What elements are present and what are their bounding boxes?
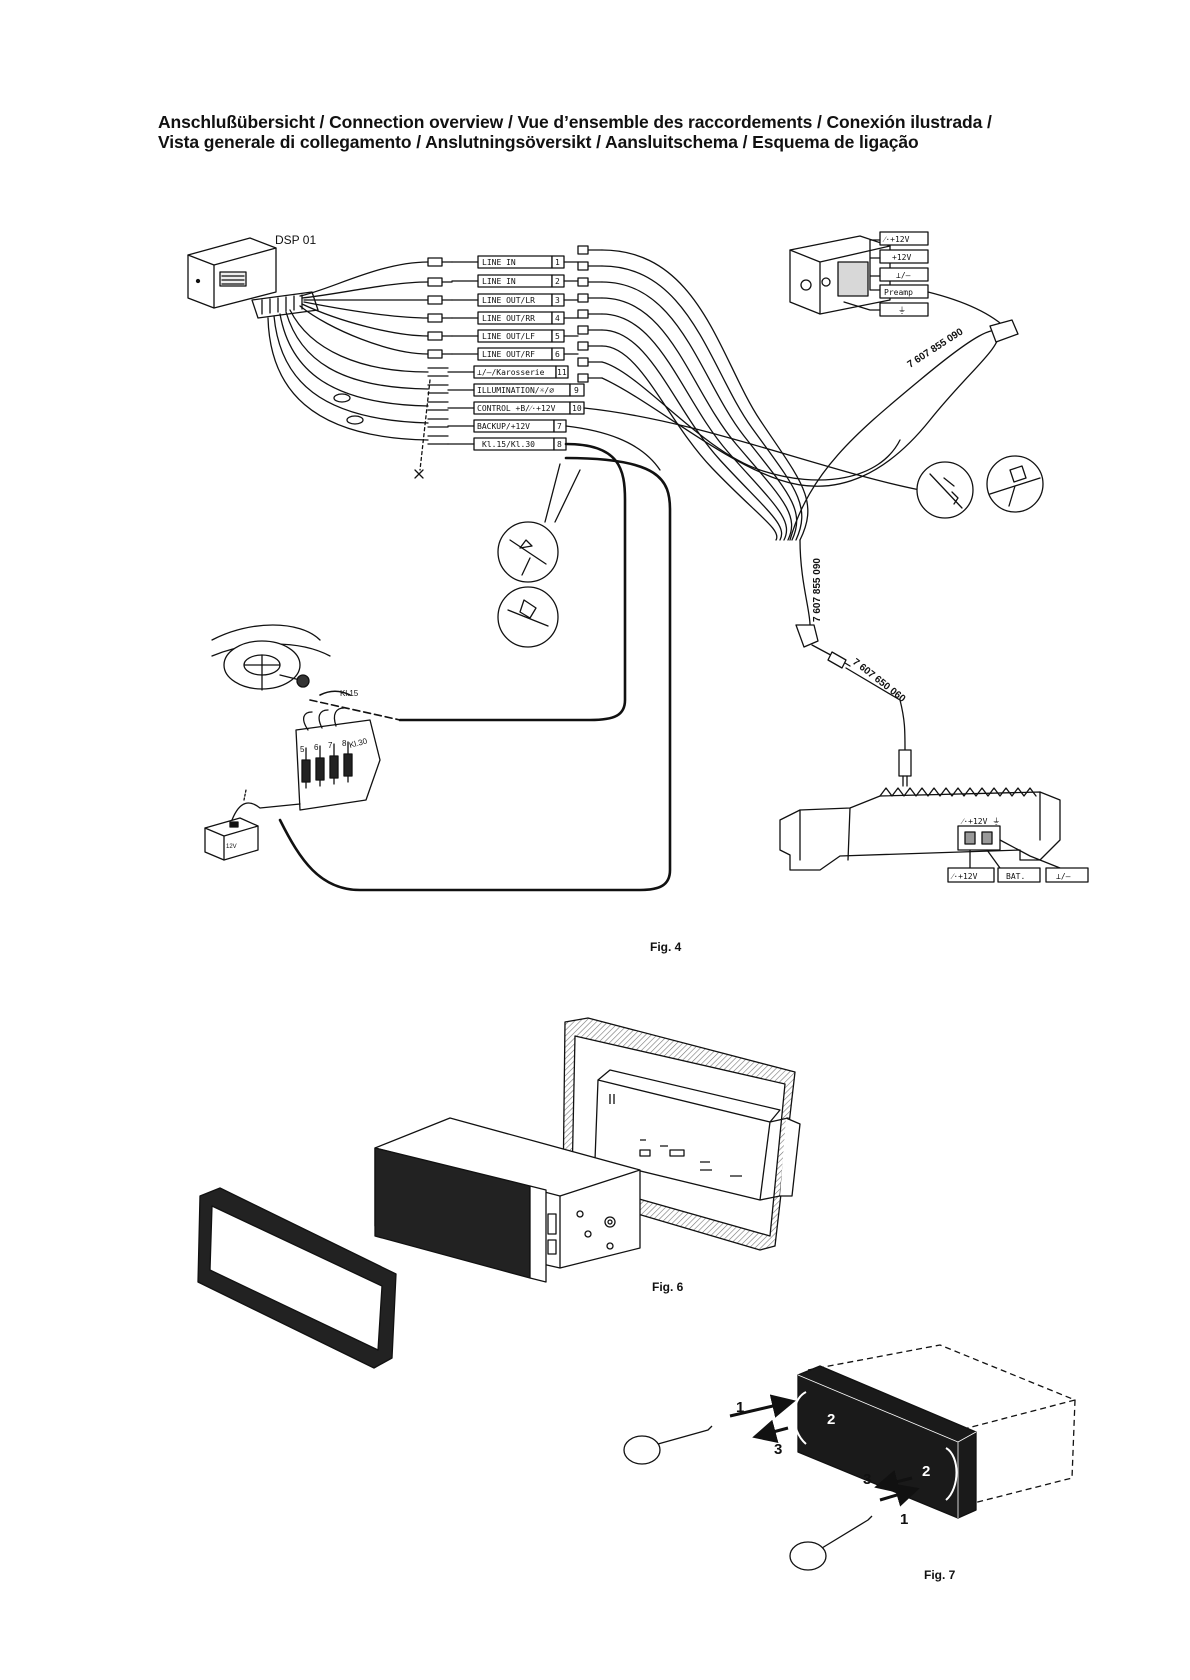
cable-part-number-3: 7 607 650 060 [850, 657, 908, 705]
fig7-label: Fig. 7 [924, 1568, 956, 1582]
connector-pin: 4 [555, 314, 560, 323]
cable-part-number-1: 7 607 855 090 [906, 326, 966, 370]
radio-terminal-label: Preamp [884, 288, 913, 297]
cable-part-number-2: 7 607 855 090 [812, 558, 823, 622]
crimp-bubbles-right [916, 455, 1044, 519]
title-line-2: Vista generale di collegamento / Anslutn… [158, 132, 919, 152]
fuse-number-labels: 5 6 7 8 [300, 739, 347, 754]
fuse-box [295, 707, 381, 811]
crimp-bubbles-middle [497, 463, 581, 648]
connector-pin: 11 [557, 368, 567, 377]
amp-terminal-text: ⁄·+12V BAT. ⊥/– [950, 872, 1071, 881]
connector-pin: 7 [557, 422, 562, 431]
connector-pin: 6 [555, 350, 560, 359]
connector-pin: 8 [557, 440, 562, 449]
battery-voltage-label: 12V [226, 844, 237, 850]
radio-terminal-text: ⁄·+12V +12V ⊥/– Preamp ⏚ [882, 235, 913, 315]
connector-label: LINE IN [482, 258, 516, 267]
fig6-label: Fig. 6 [652, 1280, 684, 1294]
harness-plug [251, 291, 319, 319]
radio-unit [789, 235, 891, 315]
connector-label: LINE OUT/RF [482, 350, 535, 359]
fuse-number: 5 [300, 745, 305, 754]
amplifier [779, 787, 1061, 871]
battery [204, 789, 301, 861]
kl15-label: Kl.15 [340, 689, 359, 698]
fig4-label: Fig. 4 [650, 940, 682, 954]
connector-pin: 3 [555, 296, 560, 305]
dsp01-label: DSP 01 [275, 233, 316, 247]
connector-label: LINE OUT/RR [482, 314, 535, 323]
dsp01-unit [187, 237, 277, 309]
connector-pin: 9 [574, 386, 579, 395]
title-line-1: Anschlußübersicht / Connection overview … [158, 112, 992, 132]
connector-pin: 2 [555, 277, 560, 286]
connector-pin: 5 [555, 332, 560, 341]
connector-label: ⊥/–/Karosserie [477, 368, 545, 377]
connector-label: BACKUP/+12V [477, 422, 530, 431]
connector-label: LINE OUT/LR [482, 296, 535, 305]
connector-labels [447, 255, 585, 451]
radio-terminal-label: ⏚ [898, 306, 906, 315]
amp-terminal-boxes [947, 867, 1089, 883]
connector-label: CONTROL +B/⁄·+12V [477, 404, 556, 413]
connector-label: ILLUMINATION/☼/⌀ [477, 386, 554, 395]
connector-label: Kl.15/Kl.30 [482, 440, 535, 449]
amp-top-label: ⁄·+12V ⏚ [960, 817, 1000, 826]
fuse-number: 8 [342, 739, 347, 748]
connector-pin: 1 [555, 258, 560, 267]
connector-pin: 10 [572, 404, 582, 413]
connector-text: LINE IN 1 LINE IN 2 LINE OUT/LR 3 LINE O… [477, 258, 582, 449]
fuse-number: 7 [328, 741, 333, 750]
rca-cable-bundle [601, 249, 1001, 541]
connector-label: LINE IN [482, 277, 516, 286]
radio-terminal-label: ⁄·+12V [882, 235, 910, 244]
rca-plugs-right [577, 245, 603, 383]
radio-terminal-label: +12V [892, 253, 911, 262]
amp-terminal-label: ⁄·+12V [950, 872, 978, 881]
radio-terminal-label: ⊥/– [896, 271, 911, 280]
amp-adapter-cable [795, 539, 912, 787]
fuse-number: 6 [314, 743, 319, 752]
amp-terminal-label: BAT. [1006, 872, 1025, 881]
rca-plugs-left [427, 257, 453, 445]
page-title: Anschlußübersicht / Connection overview … [158, 112, 1118, 152]
steering-ignition [211, 624, 331, 691]
connector-label: LINE OUT/LF [482, 332, 535, 341]
amp-terminal-label: ⊥/– [1056, 872, 1071, 881]
radio-terminal-boxes [843, 231, 1019, 343]
